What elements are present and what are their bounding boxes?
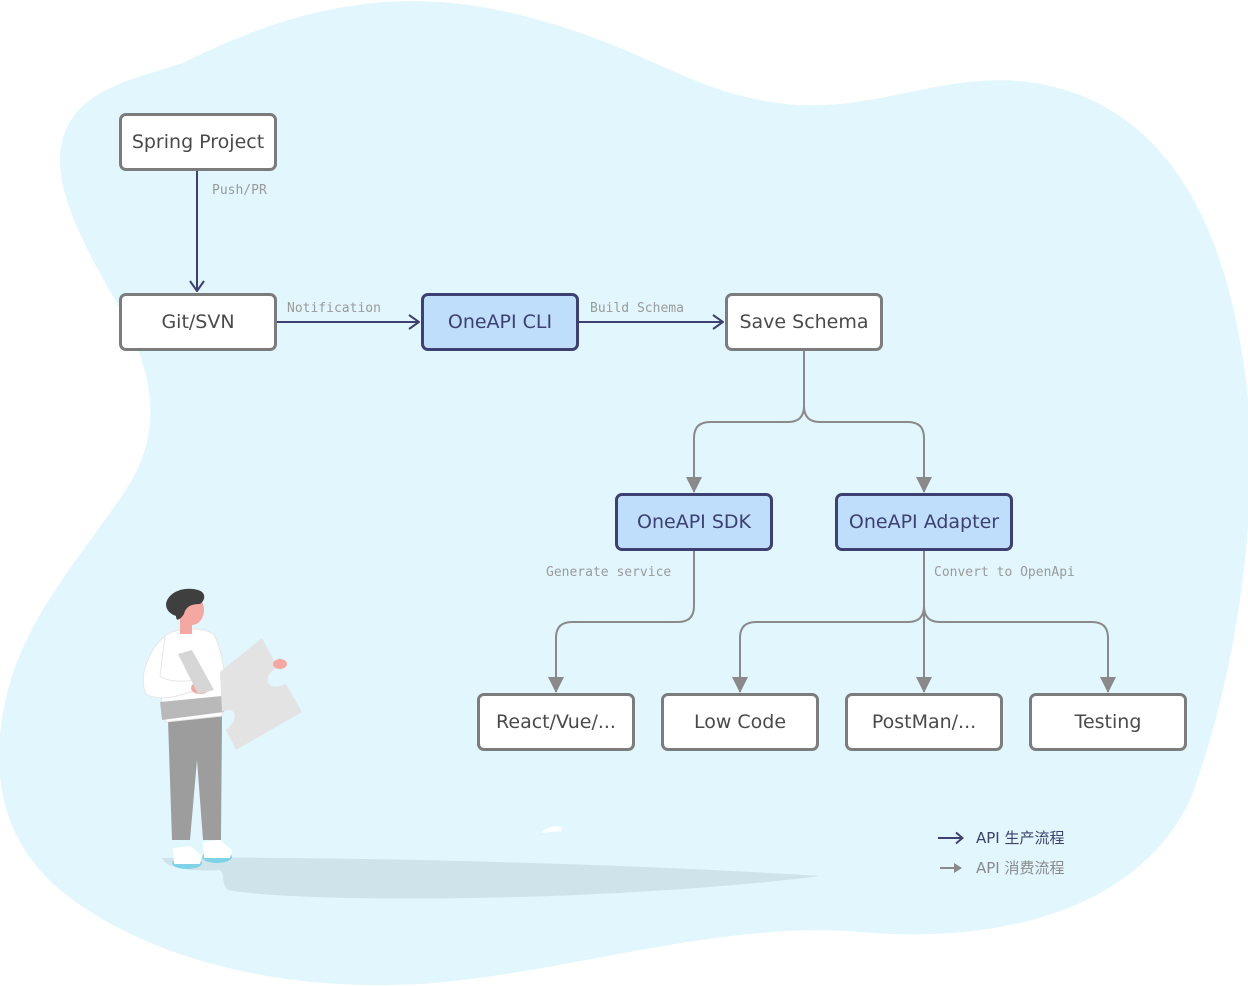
edge-schema-to-adapter (803, 405, 932, 493)
node-label: OneAPI Adapter (848, 511, 1000, 533)
node-label: React/Vue/... (496, 711, 616, 733)
arrow-right-icon (940, 863, 962, 873)
node-label: Testing (1074, 711, 1142, 733)
node-oneapi-adapter: OneAPI Adapter (835, 493, 1013, 551)
node-low-code: Low Code (661, 693, 819, 751)
edge-label-notification: Notification (287, 301, 381, 316)
node-label: Spring Project (131, 131, 265, 153)
arrow-right-icon (938, 831, 964, 845)
node-label: OneAPI SDK (637, 511, 751, 533)
floor-mark (541, 826, 563, 833)
node-oneapi-sdk: OneAPI SDK (615, 493, 773, 551)
edge-label-generate-service: Generate service (546, 565, 672, 580)
edge-adapter-to-testing (923, 605, 1116, 693)
edge-label-push-pr: Push/PR (212, 183, 267, 198)
node-postman: PostMan/... (845, 693, 1003, 751)
floor-shadow (162, 857, 820, 899)
edge-label-convert-openapi: Convert to OpenApi (934, 565, 1075, 580)
edge-label-build-schema: Build Schema (590, 301, 684, 316)
legend-production: API 生产流程 (937, 829, 1065, 847)
node-label: OneAPI CLI (447, 311, 553, 333)
node-spring-project: Spring Project (119, 113, 277, 171)
legend-consumption-label: API 消费流程 (976, 859, 1065, 877)
node-label: Save Schema (739, 311, 869, 333)
legend-production-label: API 生产流程 (976, 829, 1065, 847)
node-oneapi-cli: OneAPI CLI (421, 293, 579, 351)
node-react-vue: React/Vue/... (477, 693, 635, 751)
person-illustration (142, 588, 302, 869)
node-label: Git/SVN (161, 311, 235, 333)
legend-consumption: API 消费流程 (937, 859, 1065, 877)
edge-adapter-to-lowcode (732, 551, 925, 693)
node-label: PostMan/... (871, 711, 977, 733)
node-git-svn: Git/SVN (119, 293, 277, 351)
edge-schema-to-sdk (686, 351, 805, 493)
node-label: Low Code (693, 711, 787, 733)
node-testing: Testing (1029, 693, 1187, 751)
node-save-schema: Save Schema (725, 293, 883, 351)
edge-sdk-to-react (548, 551, 695, 693)
